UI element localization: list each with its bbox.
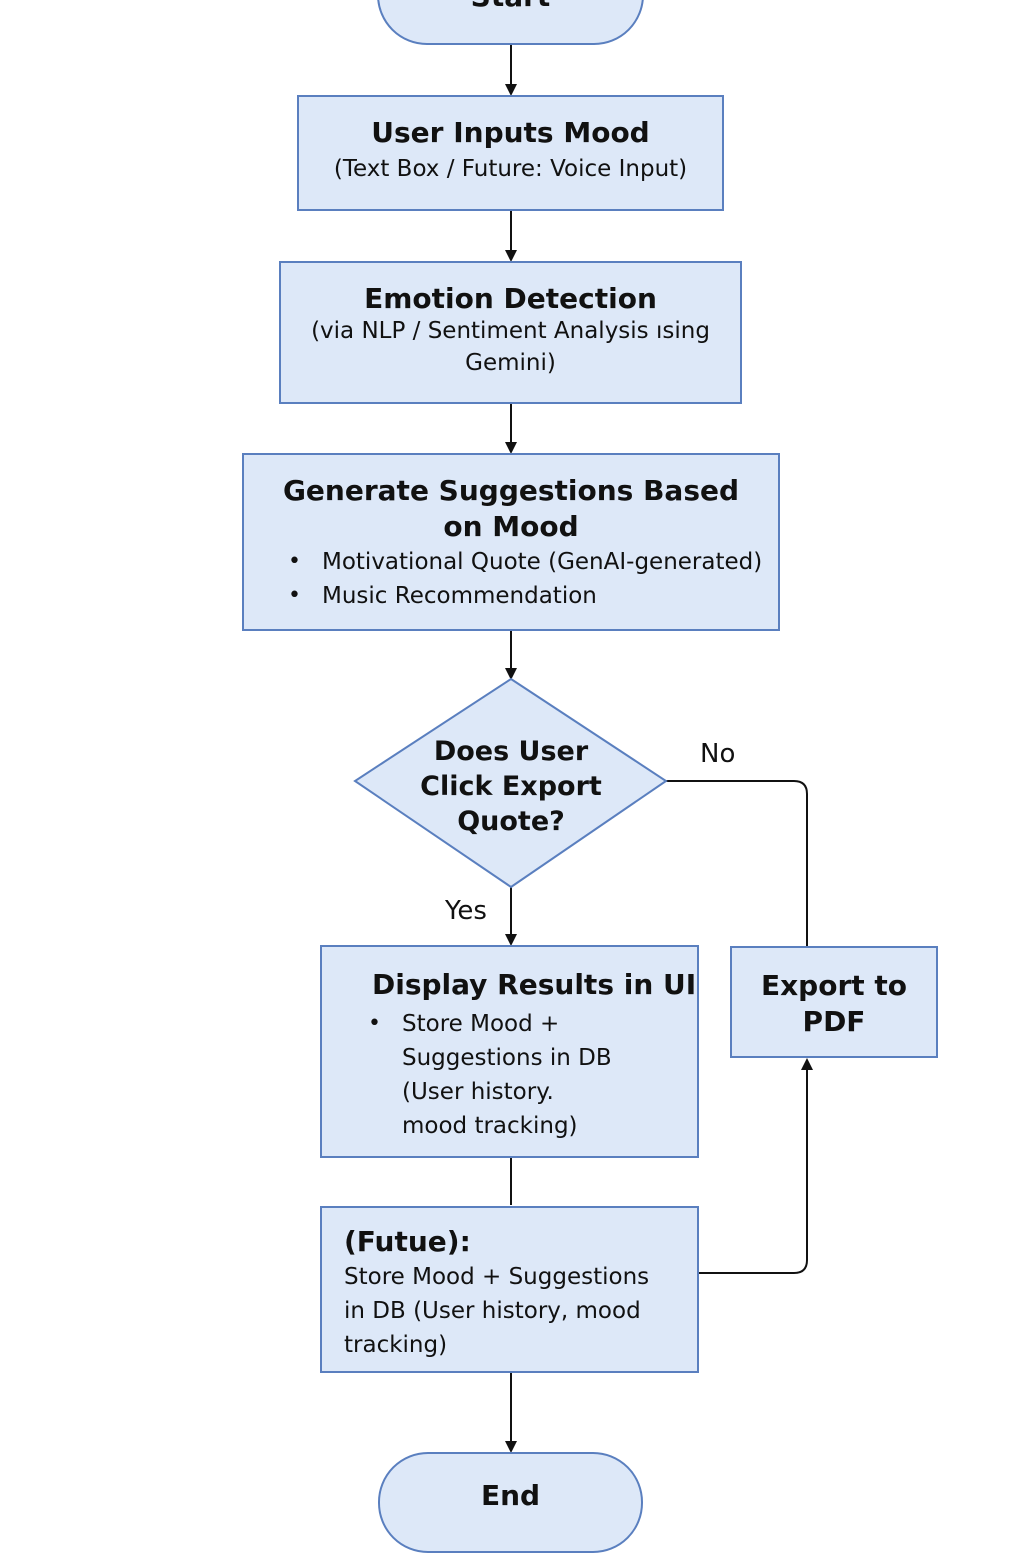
- display-bullet-line-1: Store Mood +: [368, 1007, 697, 1041]
- export-pdf-line-2: PDF: [802, 1005, 866, 1038]
- display-bullet-line-2: Suggestions in DB: [402, 1045, 612, 1071]
- edge-label-yes: Yes: [445, 896, 487, 926]
- generate-suggestions-box: Generate Suggestions Based on Mood Motiv…: [242, 453, 780, 631]
- display-bullet-line-3: (User history.: [402, 1079, 554, 1105]
- generate-suggestions-title-1: Generate Suggestions Based: [282, 474, 740, 507]
- emotion-detection-subtitle-1: (via NLP / Sentiment Analysis ısing: [311, 318, 710, 344]
- arrow-future-to-export: [699, 1058, 813, 1274]
- decision-diamond: [353, 677, 668, 889]
- future-store-box: (Futue): Store Mood + Suggestions in DB …: [320, 1206, 699, 1373]
- export-pdf-box: Export to PDF: [730, 946, 938, 1058]
- user-input-subtitle: (Text Box / Future: Voice Input): [333, 156, 688, 182]
- user-input-box: User Inputs Mood (Text Box / Future: Voi…: [297, 95, 724, 211]
- export-pdf-line-1: Export to: [760, 969, 908, 1002]
- display-bullet-line-4: mood tracking): [402, 1113, 578, 1139]
- future-title: (Futue):: [344, 1225, 471, 1258]
- end-label: End: [480, 1479, 541, 1512]
- decision-label: Does User Click Export Quote?: [400, 734, 622, 839]
- decision-line-1: Does User: [433, 736, 589, 767]
- generate-suggestions-title-2: on Mood: [443, 510, 579, 543]
- emotion-detection-box: Emotion Detection (via NLP / Sentiment A…: [279, 261, 742, 404]
- display-results-box: Display Results in UI Store Mood + Sugge…: [320, 945, 699, 1158]
- future-line-1: Store Mood + Suggestions: [344, 1264, 650, 1290]
- decision-line-3: Quote?: [457, 806, 565, 837]
- user-input-title: User Inputs Mood: [371, 116, 650, 149]
- future-line-3: tracking): [344, 1332, 448, 1358]
- display-results-list: Store Mood +: [368, 1007, 697, 1041]
- start-terminal: Start: [377, 0, 644, 45]
- emotion-detection-title: Emotion Detection: [364, 282, 657, 315]
- emotion-detection-subtitle-2: Gemini): [465, 350, 556, 376]
- end-terminal: End: [378, 1452, 643, 1553]
- start-label: Start: [471, 0, 551, 15]
- connector-decision-no: [666, 780, 808, 946]
- display-results-title: Display Results in UI: [372, 968, 697, 1001]
- suggestion-item: Music Recommendation: [288, 579, 778, 613]
- decision-line-2: Click Export: [420, 771, 602, 802]
- suggestions-list: Motivational Quote (GenAI-generated) Mus…: [288, 545, 778, 613]
- edge-label-no: No: [700, 739, 736, 769]
- future-line-2: in DB (User history, mood: [344, 1298, 641, 1324]
- suggestion-item: Motivational Quote (GenAI-generated): [288, 545, 778, 579]
